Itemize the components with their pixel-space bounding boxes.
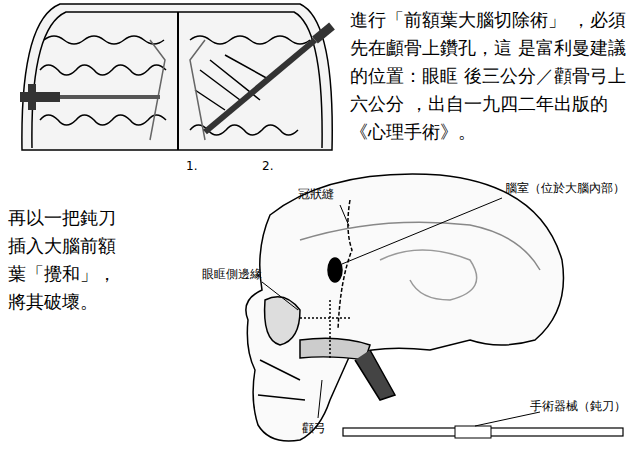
part-label: 顴弓 [302, 420, 326, 436]
part-label: 眼眶側邊緣 [202, 266, 262, 282]
callout-number: 2. [262, 158, 273, 174]
note-paragraph: 進行「前額葉大腦切除術」 ，必須先在顱骨上鑽孔，這 是富利曼建議的位置：眼眶 後… [350, 6, 632, 146]
instrument [343, 426, 623, 438]
part-label: 手術器械（鈍刀） [530, 398, 626, 414]
part-label: 冠狀縫 [298, 186, 334, 202]
callout-number: 1. [186, 158, 197, 174]
note-paragraph: 再以一把鈍刀 插入大腦前額 葉「攪和」， 將其破壞。 [8, 204, 132, 316]
skull [246, 174, 564, 441]
brain-section [22, 4, 332, 150]
leader-lines [262, 198, 540, 426]
surgical-tools [20, 26, 332, 132]
part-label: 腦室（位於大腦內部） [505, 180, 625, 196]
